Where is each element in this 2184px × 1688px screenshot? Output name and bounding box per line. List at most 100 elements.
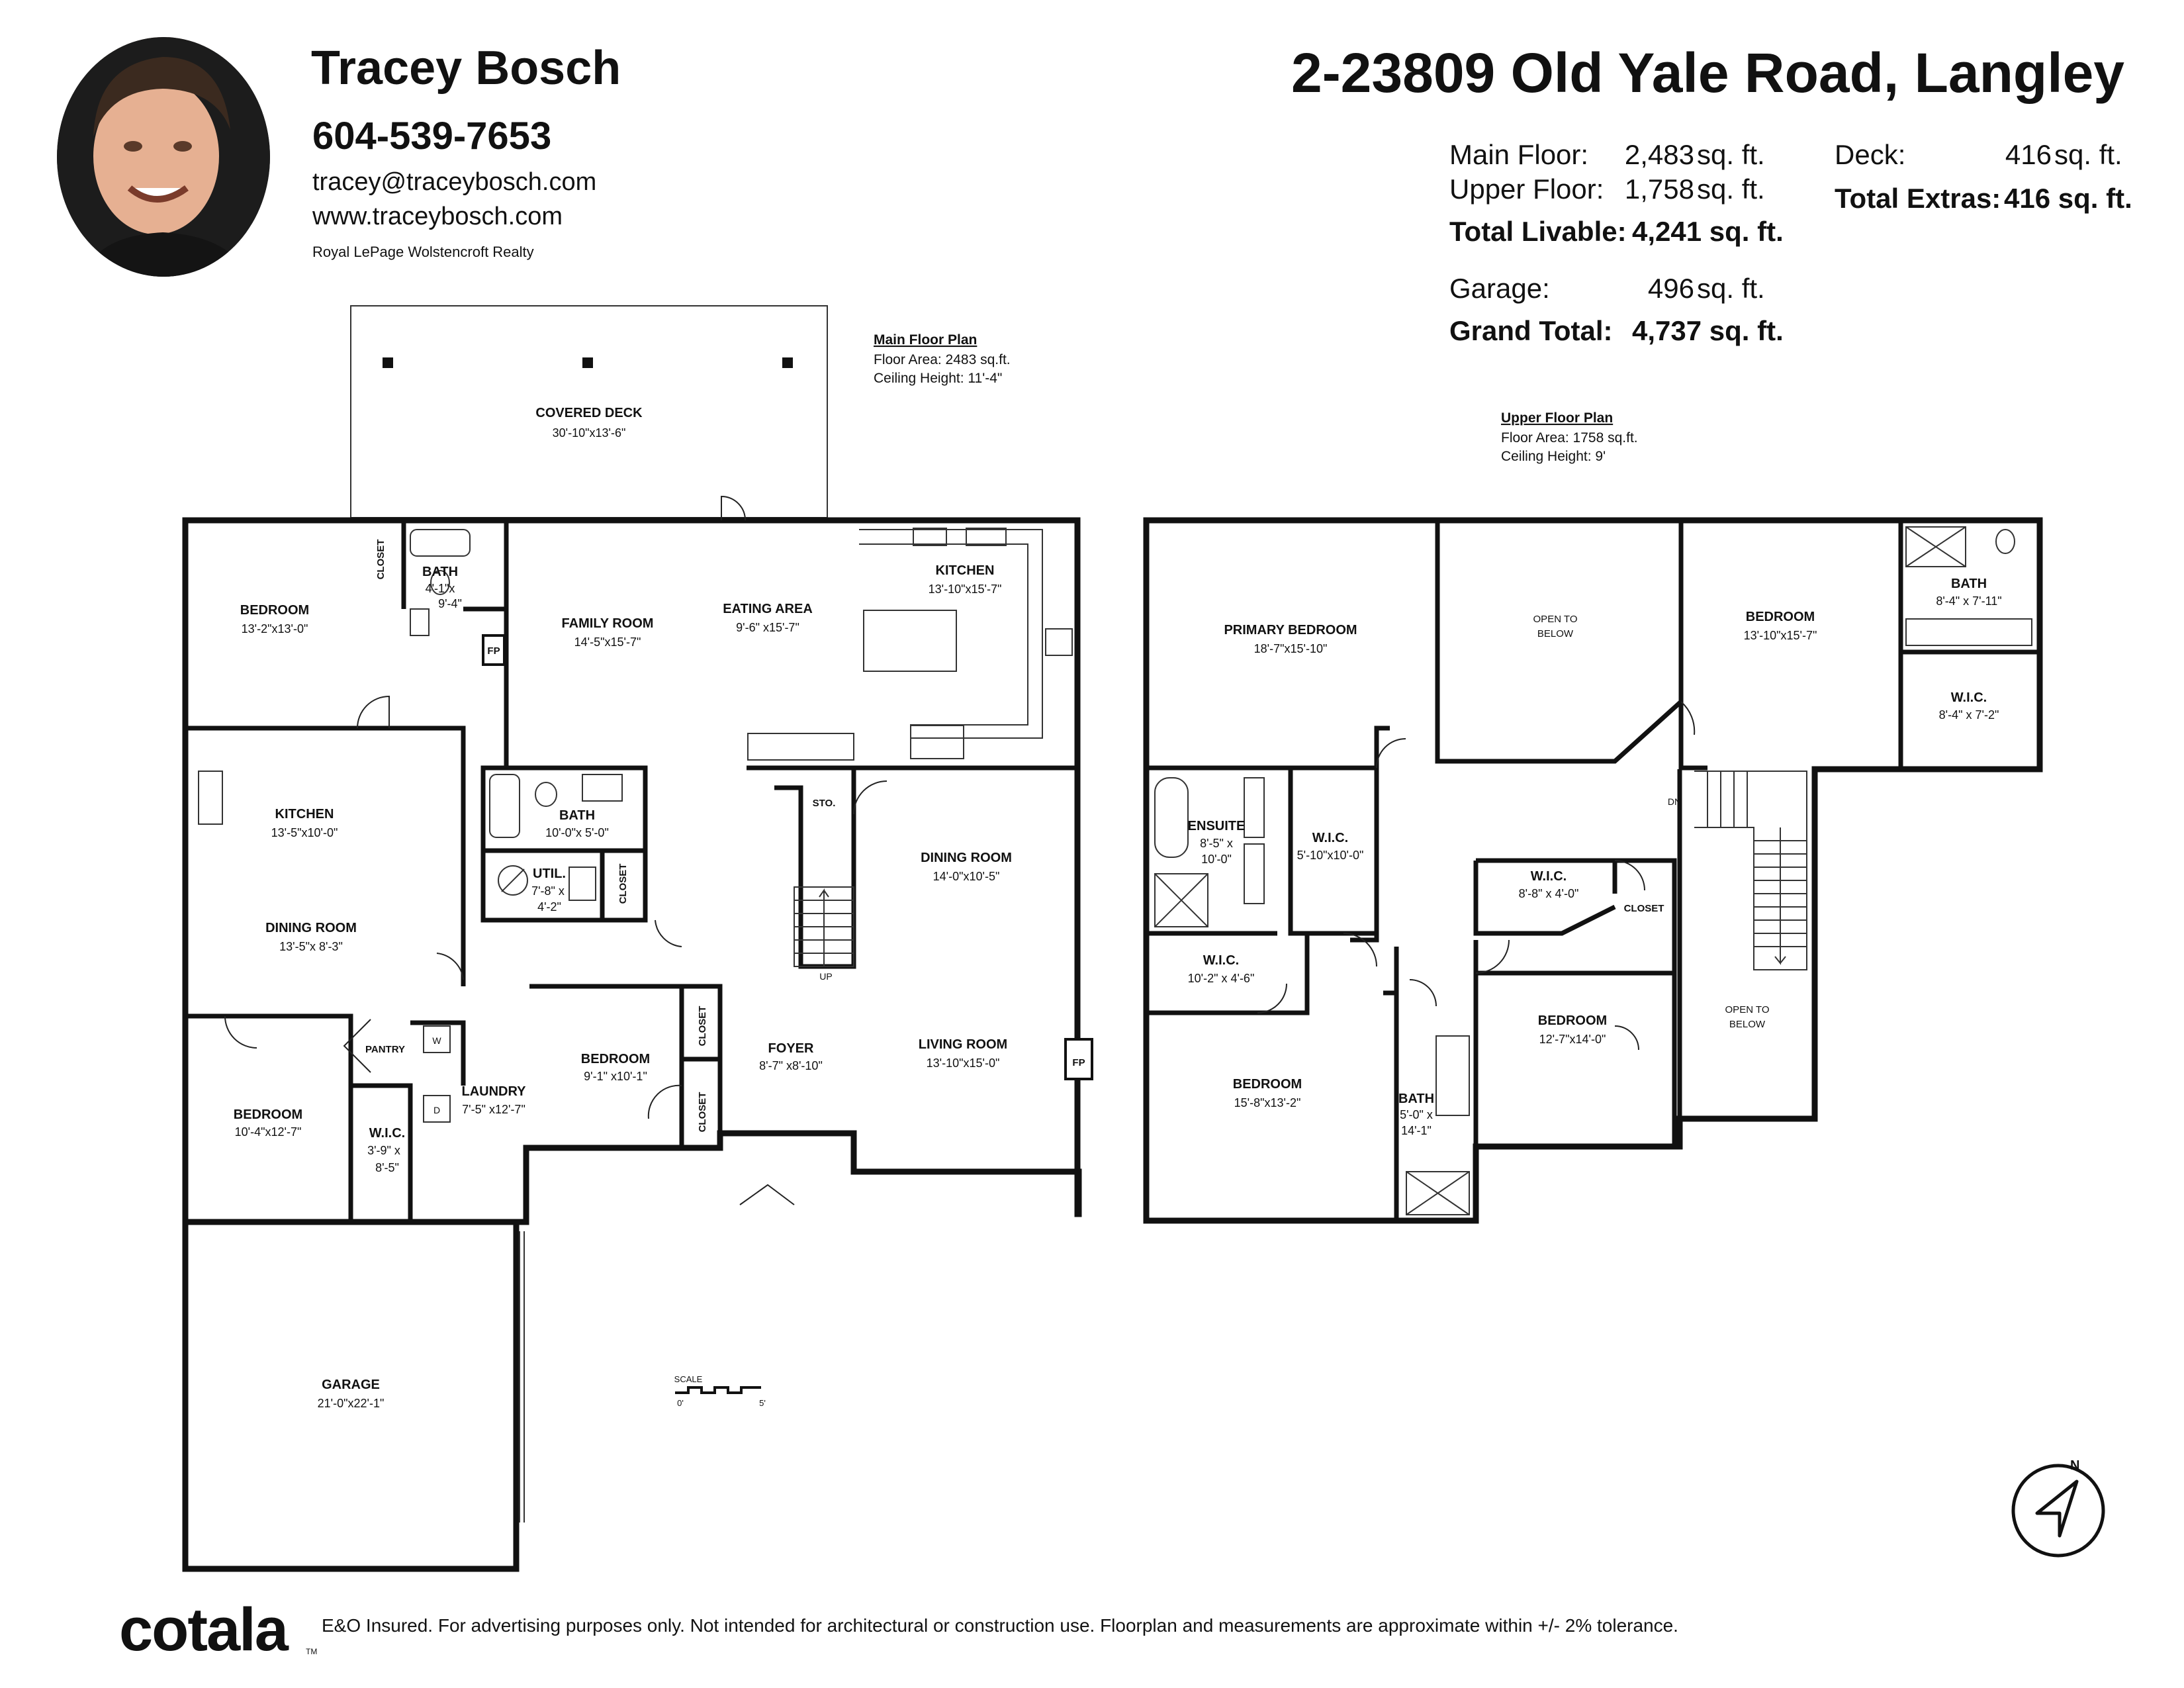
room-kitchen-suite: KITCHEN 13'-5"x10'-0" bbox=[271, 807, 338, 839]
room-name: W.I.C. bbox=[1531, 869, 1567, 884]
upper-floor-label: Upper Floor: bbox=[1449, 173, 1604, 205]
room-dims: 13'-5"x 8'-3" bbox=[279, 940, 343, 953]
room-name: DINING ROOM bbox=[265, 921, 357, 935]
room-name: BEDROOM bbox=[234, 1107, 302, 1122]
room-dims: 8'-4" x 7'-11" bbox=[1936, 594, 2001, 608]
upper-floor-value: 1,758 bbox=[1624, 173, 1694, 205]
room-name2: BELOW bbox=[1729, 1019, 1766, 1030]
room-dims: 8'-5" x bbox=[1200, 837, 1233, 850]
room-dims: 14'-0"x10'-5" bbox=[933, 870, 1000, 883]
room-kitchen-main: KITCHEN 13'-10"x15'-7" bbox=[929, 563, 1002, 596]
room-wic-primary: W.I.C. 5'-10"x10'-0" bbox=[1297, 831, 1364, 862]
room-dims: 15'-8"x13'-2" bbox=[1234, 1096, 1301, 1109]
room-wic-sw: W.I.C. 3'-9" x 8'-5" bbox=[367, 1126, 405, 1174]
room-dims2: 14'-1" bbox=[1401, 1124, 1432, 1137]
room-dims: 9'-1" x10'-1" bbox=[584, 1070, 647, 1083]
total-extras-label: Total Extras: bbox=[1835, 183, 2001, 214]
room-name: BATH bbox=[422, 565, 458, 579]
cotala-logo: cotala bbox=[119, 1596, 289, 1664]
room-name: EATING AREA bbox=[723, 602, 813, 616]
sto-label: STO. bbox=[813, 798, 836, 809]
room-dims: 18'-7"x15'-10" bbox=[1254, 642, 1328, 655]
room-dining-main: DINING ROOM 14'-0"x10'-5" bbox=[921, 851, 1012, 883]
grand-total-label: Grand Total: bbox=[1449, 315, 1613, 346]
room-dims: 10'-0"x 5'-0" bbox=[545, 826, 609, 839]
room-name: OPEN TO bbox=[1533, 614, 1578, 625]
room-dims: 13'-10"x15'-7" bbox=[1744, 629, 1817, 642]
room-name: FOYER bbox=[768, 1041, 814, 1056]
main-floor-value: 2,483 bbox=[1624, 139, 1694, 170]
dryer-label: D bbox=[433, 1105, 440, 1115]
agent-website[interactable]: www.traceybosch.com bbox=[312, 203, 563, 230]
compass-icon: N bbox=[2011, 1458, 2105, 1558]
main-floor-label: Main Floor: bbox=[1449, 139, 1589, 170]
room-bedroom-center: BEDROOM 9'-1" x10'-1" bbox=[581, 1052, 650, 1083]
total-livable-value: 4,241 sq. ft. bbox=[1632, 216, 1784, 247]
upper-floor-unit: sq. ft. bbox=[1697, 173, 1765, 205]
room-bedroom-ne: BEDROOM 13'-10"x15'-7" bbox=[1744, 610, 1817, 642]
room-name: PRIMARY BEDROOM bbox=[1224, 623, 1357, 637]
room-dims: 7'-8" x bbox=[531, 884, 565, 898]
room-covered-deck: COVERED DECK 30'-10"x13'-6" bbox=[535, 406, 643, 440]
room-dims: 13'-2"x13'-0" bbox=[242, 622, 308, 635]
fp-living-label: FP bbox=[1072, 1057, 1085, 1068]
deck-value: 416 bbox=[2005, 139, 2052, 170]
room-dims2: 10'-0" bbox=[1201, 853, 1232, 866]
room-name: BATH bbox=[1951, 577, 1987, 591]
room-name: W.I.C. bbox=[1203, 953, 1239, 968]
scale-start: 0' bbox=[677, 1398, 684, 1408]
agent-email[interactable]: tracey@traceybosch.com bbox=[312, 168, 597, 196]
room-eating-area: EATING AREA 9'-6" x15'-7" bbox=[723, 602, 813, 634]
deck-label: Deck: bbox=[1835, 139, 1906, 170]
agent-name: Tracey Bosch bbox=[311, 42, 621, 95]
property-address: 2-23809 Old Yale Road, Langley bbox=[1291, 42, 2124, 104]
total-extras-value: 416 sq. ft. bbox=[2004, 183, 2132, 214]
room-garage: GARAGE 21'-0"x22'-1" bbox=[318, 1378, 385, 1410]
grand-total-value: 4,737 sq. ft. bbox=[1632, 315, 1784, 346]
room-name: UTIL. bbox=[533, 867, 566, 881]
room-dims: 30'-10"x13'-6" bbox=[553, 426, 626, 440]
agent-phone[interactable]: 604-539-7653 bbox=[312, 115, 552, 158]
room-family: FAMILY ROOM 14'-5"x15'-7" bbox=[562, 616, 654, 649]
main-plan-ceiling: Ceiling Height: 11'-4" bbox=[874, 371, 1002, 386]
room-bath-sw-upper: BATH 5'-0" x 14'-1" bbox=[1398, 1092, 1434, 1137]
room-name: BEDROOM bbox=[1538, 1013, 1607, 1028]
room-dims: 13'-5"x10'-0" bbox=[271, 826, 338, 839]
upper-stairs: DN bbox=[1668, 771, 1807, 970]
room-dims2: 9'-4" bbox=[438, 597, 462, 610]
room-bedroom-se-upper: BEDROOM 12'-7"x14'-0" bbox=[1538, 1013, 1607, 1046]
room-primary-bedroom: PRIMARY BEDROOM 18'-7"x15'-10" bbox=[1224, 623, 1357, 655]
room-wic-ne: W.I.C. 8'-4" x 7'-2" bbox=[1939, 690, 1999, 722]
compass-label: N bbox=[2070, 1458, 2079, 1473]
room-name: FAMILY ROOM bbox=[562, 616, 654, 631]
room-dims: 7'-5" x12'-7" bbox=[462, 1103, 525, 1116]
deck-unit: sq. ft. bbox=[2054, 139, 2122, 170]
room-name: BATH bbox=[559, 808, 595, 823]
agent-brokerage: Royal LePage Wolstencroft Realty bbox=[312, 244, 534, 260]
logo-trademark: TM bbox=[306, 1647, 318, 1656]
room-dims: 14'-5"x15'-7" bbox=[574, 635, 641, 649]
upper-floor-plan: Upper Floor Plan Floor Area: 1758 sq.ft.… bbox=[1143, 410, 2043, 1224]
room-name: ENSUITE bbox=[1188, 819, 1246, 833]
room-dims: 8'-8" x 4'-0" bbox=[1519, 887, 1579, 900]
room-dims: 5'-0" x bbox=[1400, 1108, 1433, 1121]
main-floor-unit: sq. ft. bbox=[1697, 139, 1765, 170]
stair-dn-label: DN bbox=[1668, 796, 1681, 807]
room-name: GARAGE bbox=[322, 1378, 380, 1392]
closet-upper-label: CLOSET bbox=[1624, 903, 1664, 914]
room-util: UTIL. 7'-8" x 4'-2" bbox=[531, 867, 566, 914]
fp-family-label: FP bbox=[487, 645, 500, 657]
room-wic-center: W.I.C. 8'-8" x 4'-0" bbox=[1519, 869, 1579, 900]
room-name: BEDROOM bbox=[581, 1052, 650, 1066]
closet-b-label: CLOSET bbox=[697, 1092, 708, 1133]
garage-unit: sq. ft. bbox=[1697, 273, 1765, 304]
room-dims2: 4'-2" bbox=[537, 900, 561, 914]
room-name2: BELOW bbox=[1537, 628, 1574, 639]
main-floor-plan: Main Floor Plan Floor Area: 2483 sq.ft. … bbox=[182, 305, 1093, 1572]
room-name: BEDROOM bbox=[1233, 1077, 1302, 1092]
room-name: OPEN TO bbox=[1725, 1004, 1770, 1015]
room-dims: 8'-4" x 7'-2" bbox=[1939, 708, 1999, 722]
room-dims: 21'-0"x22'-1" bbox=[318, 1397, 385, 1410]
main-stairs bbox=[794, 886, 854, 967]
scale-label: SCALE bbox=[674, 1374, 703, 1384]
